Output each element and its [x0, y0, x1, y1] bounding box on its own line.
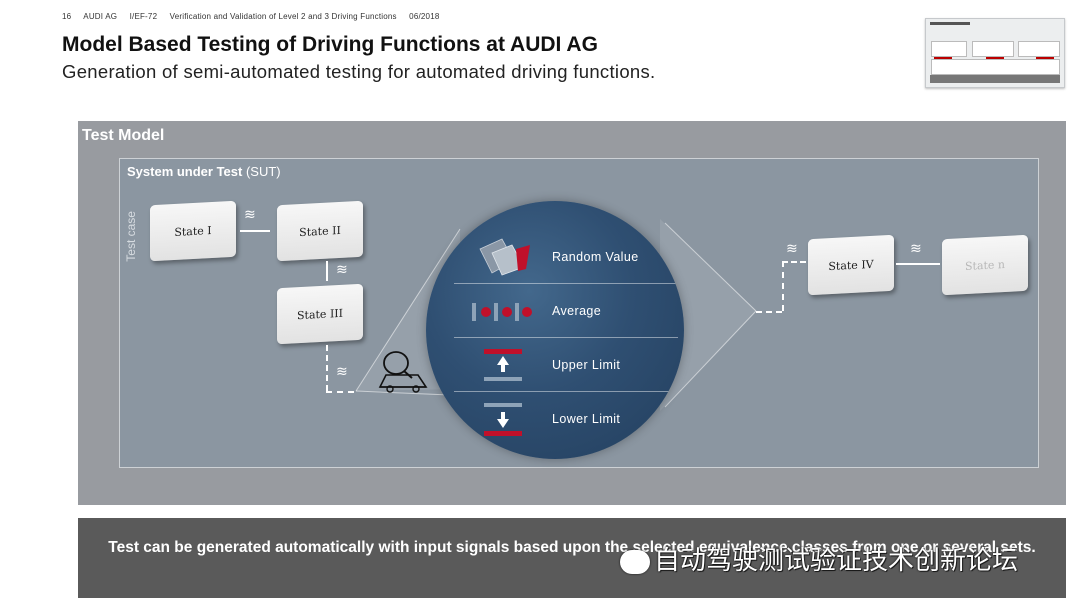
class-label: Random Value [552, 250, 639, 264]
sut-box: System under Test (SUT) Test case State … [119, 158, 1039, 468]
class-label: Upper Limit [552, 358, 621, 372]
thumbnail-block [972, 41, 1014, 57]
thumbnail-accent [986, 57, 1004, 59]
zoom-line [355, 390, 451, 396]
class-row-upper: Upper Limit [454, 339, 678, 391]
sut-title-suffix: (SUT) [242, 164, 281, 179]
sut-title: System under Test (SUT) [127, 164, 281, 179]
company-name: AUDI AG [83, 12, 118, 21]
signal-icon: ≋ [910, 240, 922, 256]
state-1: State I [150, 200, 236, 262]
average-icon [472, 303, 532, 321]
equivalence-class-circle: Random Value Average [426, 201, 684, 459]
wechat-icon [620, 550, 650, 575]
watermark-text: 自动驾驶测试验证技术创新论坛 [654, 545, 1019, 575]
state-4: State IV [808, 234, 894, 296]
page-number: 16 [62, 12, 72, 21]
state-2: State II [277, 200, 363, 262]
random-value-icon [479, 238, 530, 276]
connector-dashed [756, 311, 782, 313]
zoom-wedge-right [660, 219, 756, 411]
class-label: Average [552, 304, 602, 318]
thumbnail-accent [934, 57, 952, 59]
signal-icon: ≋ [336, 363, 348, 379]
connector-line [240, 230, 270, 232]
lower-limit-icon [484, 403, 522, 436]
thumbnail-block [931, 41, 967, 57]
thumbnail-accent [1036, 57, 1054, 59]
car-search-icon [378, 351, 428, 393]
class-divider [454, 337, 678, 338]
zoom-line [664, 222, 757, 312]
page-title: Model Based Testing of Driving Functions… [62, 33, 598, 56]
state-n: State n [942, 234, 1028, 296]
page-subtitle: Generation of semi-automated testing for… [62, 61, 656, 82]
header-meta: 16 AUDI AG I/EF-72 Verification and Vali… [62, 12, 450, 21]
state-3: State III [277, 283, 363, 345]
thumbnail-block [931, 59, 1060, 75]
class-label: Lower Limit [552, 412, 621, 426]
signal-icon: ≋ [786, 240, 798, 256]
thumbnail-block [1018, 41, 1060, 57]
zoom-line [664, 310, 757, 408]
class-divider [454, 391, 678, 392]
class-divider [454, 283, 678, 284]
slide-thumbnail [925, 18, 1065, 88]
connector-dashed [782, 261, 784, 311]
watermark: 自动驾驶测试验证技术创新论坛 [620, 540, 1018, 577]
footer-note: Test can be generated automatically with… [108, 539, 1036, 556]
thumbnail-title-line [930, 22, 970, 25]
upper-limit-icon [484, 349, 522, 381]
class-row-lower: Lower Limit [454, 393, 678, 445]
connector-dashed [326, 345, 328, 391]
thumbnail-bar [930, 75, 1060, 83]
class-row-average: Average [454, 285, 678, 337]
department-code: I/EF-72 [129, 12, 158, 21]
signal-icon: ≋ [336, 261, 348, 277]
footer-note-bar: Test can be generated automatically with… [78, 518, 1066, 598]
connector-dashed [326, 391, 354, 393]
date-text: 06/2018 [409, 12, 440, 21]
connector-line [896, 263, 940, 265]
connector-dashed [782, 261, 806, 263]
signal-icon: ≋ [244, 206, 256, 222]
zoom-line [355, 228, 461, 392]
topic-text: Verification and Validation of Level 2 a… [169, 12, 397, 21]
test-model-panel: Test Model System under Test (SUT) Test … [78, 121, 1066, 505]
connector-line [326, 261, 328, 281]
sut-title-bold: System under Test [127, 164, 243, 179]
class-row-random: Random Value [454, 231, 678, 283]
test-model-title: Test Model [82, 127, 165, 144]
